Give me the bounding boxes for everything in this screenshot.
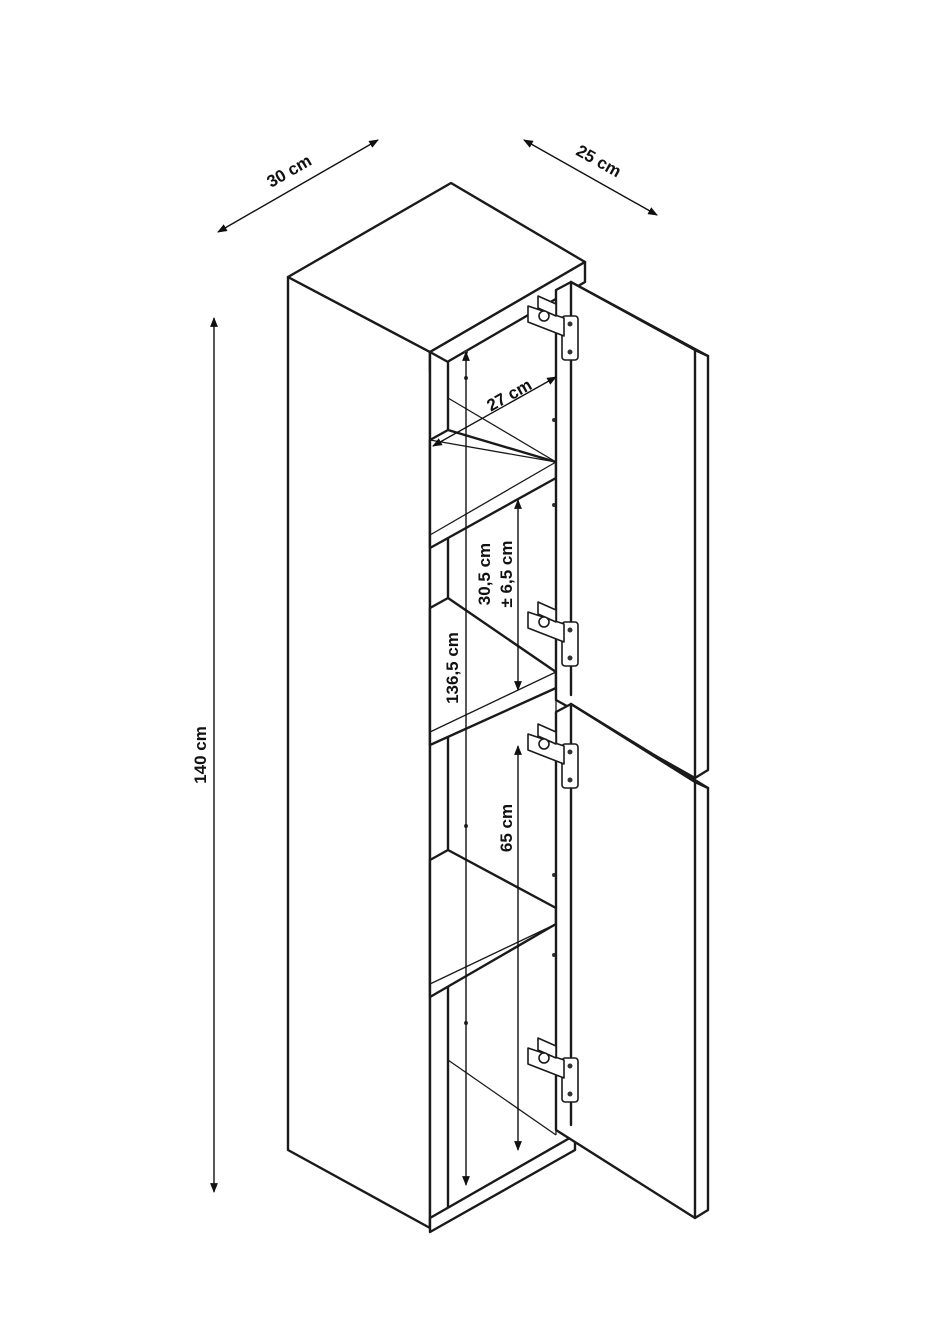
dimension-shelf-spacing-line1: 30,5 cm: [475, 543, 494, 605]
dimension-lower-compartment: 65 cm: [497, 745, 522, 1151]
hinge-1: [527, 295, 579, 361]
upper-door: [554, 280, 710, 780]
dimension-inner-depth: 27 cm: [432, 375, 557, 447]
hinge-4: [527, 1037, 579, 1103]
cabinet-body: [286, 181, 587, 1234]
dimension-inner-height: 136,5 cm: [443, 351, 470, 1186]
dimension-width-label: 30 cm: [264, 151, 315, 192]
dimension-width: 30 cm: [217, 139, 379, 233]
shelf-3: [428, 848, 558, 999]
dimension-lower-compartment-label: 65 cm: [497, 804, 516, 852]
shelf-1: [428, 428, 558, 550]
dimension-shelf-spacing: 30,5 cm ± 6,5 cm: [475, 499, 522, 691]
bottom-panel: [428, 1133, 577, 1234]
dimension-inner-height-label: 136,5 cm: [443, 632, 462, 704]
hinge-2: [527, 601, 579, 667]
left-side-panel: [286, 275, 432, 1230]
hinge-3: [527, 723, 579, 789]
dimension-height-label: 140 cm: [191, 726, 210, 784]
dimension-inner-depth-label: 27 cm: [484, 375, 535, 415]
lower-door: [554, 702, 710, 1220]
dimension-depth: 25 cm: [523, 139, 658, 216]
dimension-height: 140 cm: [191, 317, 218, 1193]
dimension-depth-label: 25 cm: [573, 141, 624, 181]
dimension-shelf-spacing-line2: ± 6,5 cm: [497, 541, 516, 608]
